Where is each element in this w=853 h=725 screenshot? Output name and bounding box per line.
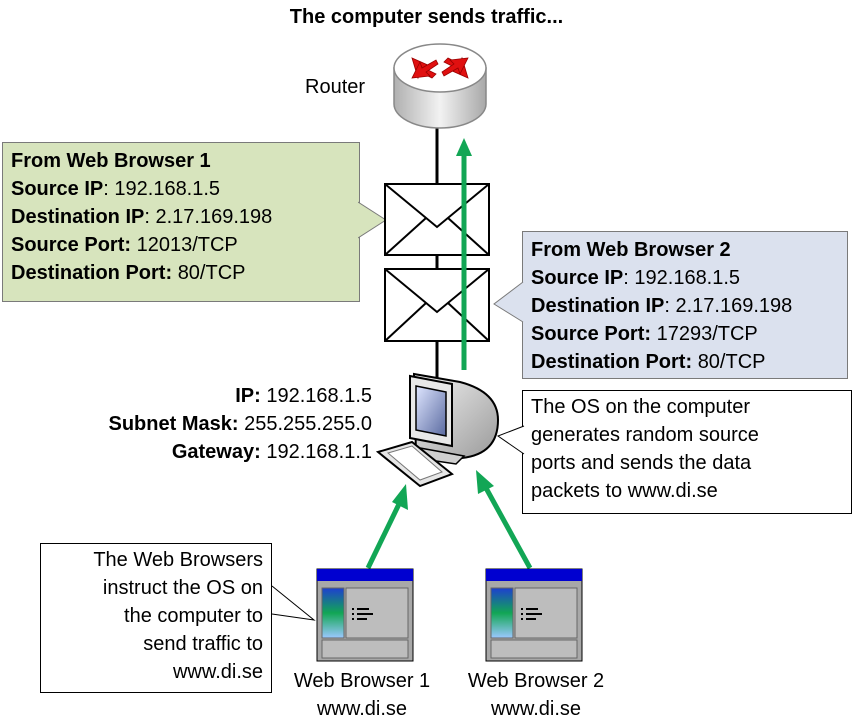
os-note-line: packets to www.di.se [531,480,718,502]
browser2-caption: Web Browser 2 www.di.se [446,667,626,723]
packet1-info-box: From Web Browser 1 Source IP: 192.168.1.… [2,142,360,302]
browser-window-icon [316,568,414,662]
browser-note: The Web Browsers instruct the OS on the … [40,543,272,693]
browser-note-line: the computer to [124,605,263,627]
browser2-arrow [483,486,533,570]
computer-subnet-mask: Subnet Mask: 255.255.255.0 [108,413,373,435]
browser-window-icon [485,568,583,662]
browser1-name: Web Browser 1 [293,670,431,692]
envelope-icon [384,268,490,342]
packet2-info-box: From Web Browser 2 Source IP: 192.168.1.… [522,231,848,379]
browser-note-line: The Web Browsers [93,549,263,571]
browser-note-line: instruct the OS on [102,577,263,599]
envelope-icon [384,183,490,256]
packet2-source-port: Source Port: 17293/TCP [531,323,758,345]
browser1-caption: Web Browser 1 www.di.se [272,667,452,723]
browser1-site: www.di.se [316,698,408,720]
packet2-source-ip: Source IP: 192.168.1.5 [531,267,741,289]
browser2-site: www.di.se [490,698,582,720]
computer-icon [376,372,500,488]
keyboard-icon [376,440,454,488]
browser-note-line: www.di.se [172,661,263,683]
packet1-destination-ip: Destination IP: 2.17.169.198 [11,206,273,228]
packet1-heading: From Web Browser 1 [11,150,211,172]
computer-settings: IP: 192.168.1.5 Subnet Mask: 255.255.255… [40,382,373,466]
browser1-arrow [365,500,403,570]
os-note-line: ports and sends the data [531,452,752,474]
outbound-arrowhead [456,138,472,156]
packet2-destination-port: Destination Port: 80/TCP [531,351,766,373]
computer-ip: IP: 192.168.1.5 [235,385,372,407]
os-note: The OS on the computer generates random … [522,390,852,514]
os-note-line: The OS on the computer [531,396,751,418]
packet2-callout-pointer [493,281,524,323]
router-label: Router [305,76,366,98]
os-note-pointer [496,425,525,455]
router-icon [393,43,487,129]
packet1-source-ip: Source IP: 192.168.1.5 [11,178,221,200]
os-note-line: generates random source [531,424,759,446]
diagram-title: The computer sends traffic... [289,6,564,28]
packet1-destination-port: Destination Port: 80/TCP [11,262,246,284]
arrow-overlay [461,180,467,350]
computer-gateway: Gateway: 192.168.1.1 [171,441,372,463]
packet1-source-port: Source Port: 12013/TCP [11,234,238,256]
packet2-heading: From Web Browser 2 [531,239,731,261]
browser-note-line: send traffic to [143,633,263,655]
browser2-name: Web Browser 2 [467,670,605,692]
packet2-destination-ip: Destination IP: 2.17.169.198 [531,295,793,317]
browser-note-pointer [271,585,316,621]
